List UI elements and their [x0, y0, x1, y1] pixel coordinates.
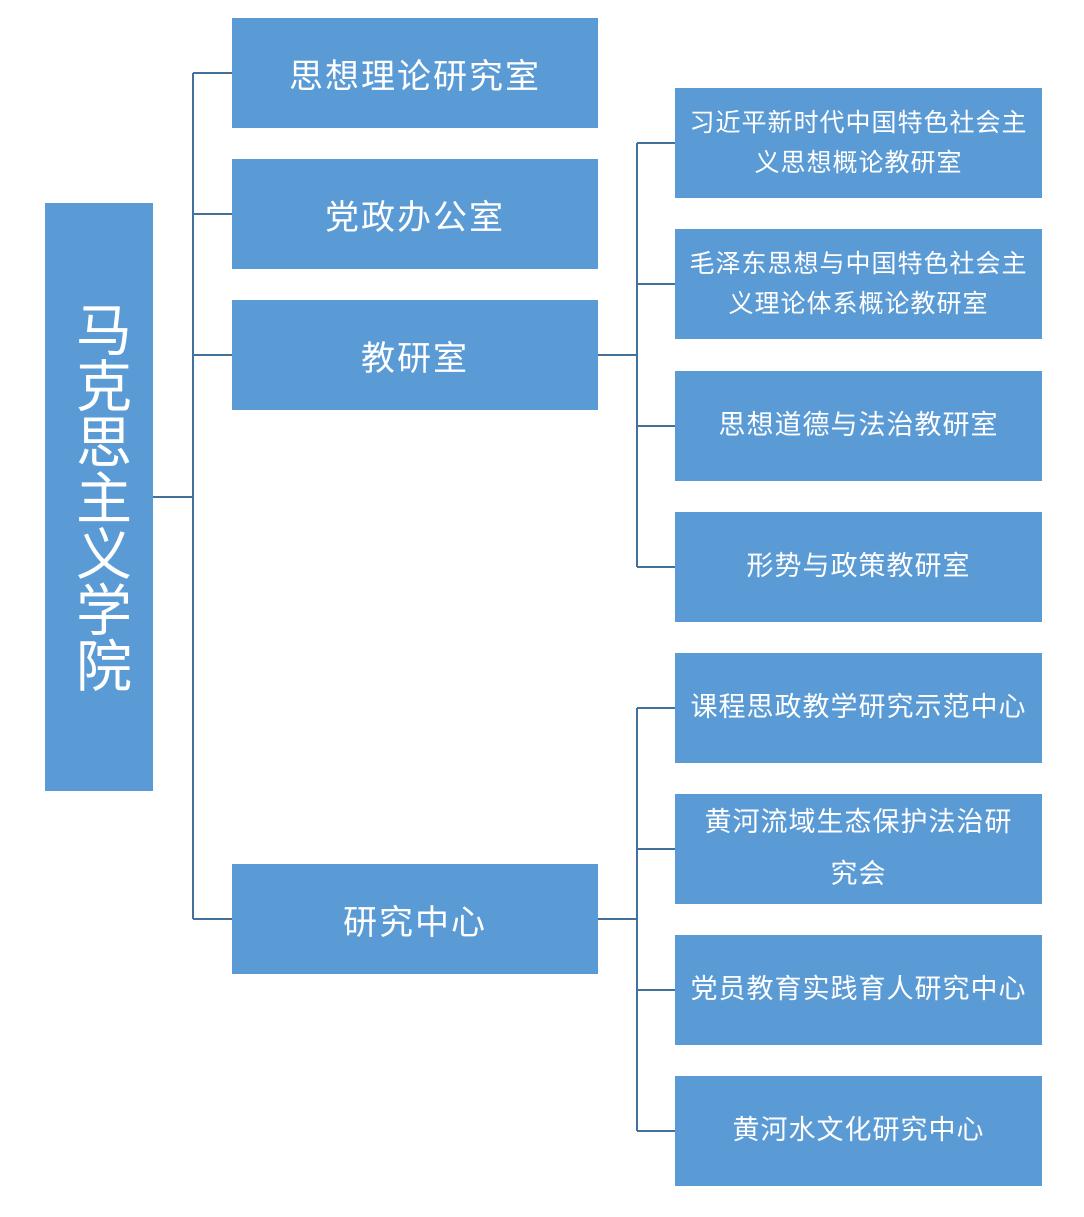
node-label: 思想理论研究室 [289, 56, 541, 97]
node-research-child-3: 党员教育实践育人研究中心 [675, 935, 1042, 1045]
node-label: 教研室 [361, 338, 469, 379]
node-theory-office: 思想理论研究室 [232, 18, 598, 128]
root-node: 马克思主义学院 [45, 203, 153, 791]
node-label: 习近平新时代中国特色社会主义思想概论教研室 [689, 108, 1028, 177]
node-teaching-child-4: 形势与政策教研室 [675, 512, 1042, 622]
node-research-child-2: 黄河流域生态保护法治研究会 [675, 794, 1042, 904]
node-party-admin-office: 党政办公室 [232, 159, 598, 269]
node-research-child-1: 课程思政教学研究示范中心 [675, 653, 1042, 763]
node-label: 思想道德与法治教研室 [718, 410, 999, 441]
node-research-child-4: 黄河水文化研究中心 [675, 1076, 1042, 1186]
node-label: 黄河水文化研究中心 [732, 1115, 985, 1146]
node-label: 形势与政策教研室 [746, 551, 971, 582]
node-label: 研究中心 [343, 902, 487, 943]
root-label: 马克思主义学院 [66, 301, 132, 693]
node-label: 党员教育实践育人研究中心 [690, 974, 1027, 1005]
node-research-center: 研究中心 [232, 864, 598, 974]
node-label: 黄河流域生态保护法治研究会 [704, 807, 1013, 890]
node-teaching-office: 教研室 [232, 300, 598, 410]
node-teaching-child-1: 习近平新时代中国特色社会主义思想概论教研室 [675, 88, 1042, 198]
node-label: 党政办公室 [325, 197, 505, 238]
node-label: 课程思政教学研究示范中心 [690, 692, 1027, 723]
node-teaching-child-2: 毛泽东思想与中国特色社会主义理论体系概论教研室 [675, 229, 1042, 339]
node-label: 毛泽东思想与中国特色社会主义理论体系概论教研室 [689, 249, 1028, 318]
node-teaching-child-3: 思想道德与法治教研室 [675, 371, 1042, 481]
